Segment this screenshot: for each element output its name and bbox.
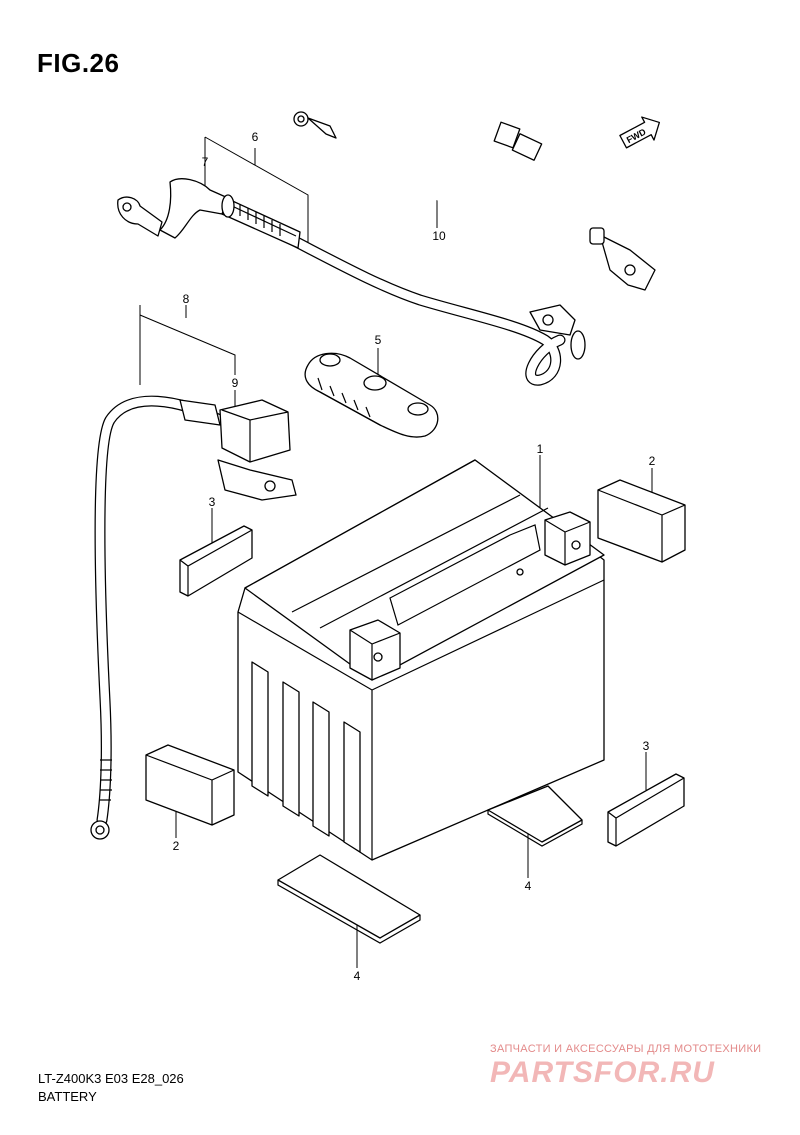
fwd-arrow-icon: FWD	[619, 116, 661, 149]
pad-3-right	[607, 773, 685, 847]
leader-lines	[139, 136, 653, 968]
sheet-4-bottom	[277, 854, 421, 944]
battery-holder-plate-5	[304, 352, 439, 438]
pad-3-upper-left	[179, 525, 253, 597]
battery-cell-windows	[251, 661, 361, 853]
callout-9: 9	[231, 376, 239, 390]
model-code: LT-Z400K3 E03 E28_026	[38, 1071, 184, 1086]
callout-1: 1	[536, 442, 544, 456]
callout-4-bottom: 4	[353, 969, 361, 983]
watermark-tagline: ЗАПЧАСТИ И АКСЕССУАРЫ ДЛЯ МОТОТЕХНИКИ	[490, 1043, 762, 1055]
callout-7: 7	[201, 155, 209, 169]
wire-harness-10	[293, 111, 656, 291]
callout-4-right: 4	[524, 879, 532, 893]
callout-10: 10	[432, 229, 446, 243]
battery-cable-6	[117, 178, 586, 386]
battery-1	[237, 459, 605, 861]
callout-6: 6	[251, 130, 259, 144]
callout-3-right: 3	[642, 739, 650, 753]
callout-2-upper: 2	[648, 454, 656, 468]
pad-2-upper-right	[597, 479, 686, 563]
callout-3-upper-left: 3	[208, 495, 216, 509]
callout-8: 8	[182, 292, 190, 306]
callout-2-lower: 2	[172, 839, 180, 853]
watermark-logo: PARTSFOR.RU	[490, 1056, 715, 1089]
figure-title: FIG.26	[37, 48, 120, 78]
pad-2-lower-left	[145, 744, 235, 826]
callout-5: 5	[374, 333, 382, 347]
section-name: BATTERY	[38, 1089, 97, 1104]
sheet-4-right	[487, 785, 583, 847]
battery-cable-8	[90, 395, 297, 840]
